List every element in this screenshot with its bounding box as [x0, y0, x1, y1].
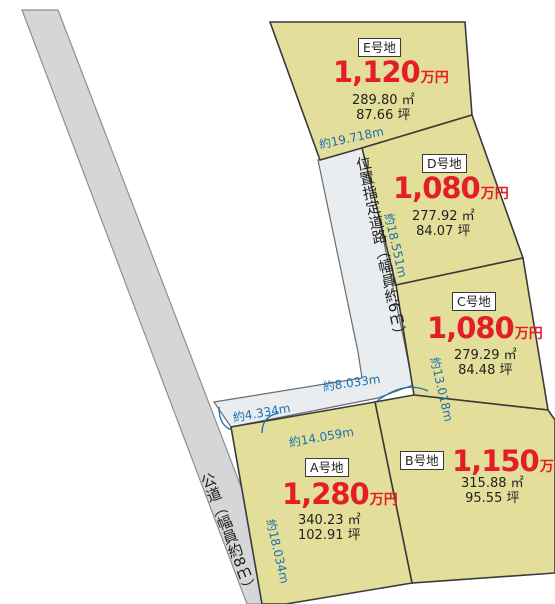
lot-e-tsubo: 87.66 坪 — [356, 108, 411, 123]
angle-arc — [218, 406, 233, 431]
angle-arc — [376, 386, 429, 402]
lot-d-price-unit: 万円 — [480, 186, 509, 202]
lot-d-price: 1,080万円 — [393, 173, 509, 209]
lot-c-sqm: 279.29 ㎡ — [454, 348, 517, 363]
lot-e-price-unit: 万円 — [420, 70, 449, 86]
lot-d-sqm: 277.92 ㎡ — [412, 209, 475, 224]
lot-b-area: 315.88 ㎡ 95.55 坪 — [461, 476, 524, 506]
lot-e-sqm: 289.80 ㎡ — [352, 93, 415, 108]
lot-d-name: D号地 — [422, 154, 467, 173]
lot-d-tsubo: 84.07 坪 — [416, 224, 471, 239]
lot-b-price-unit: 万円 — [539, 459, 555, 475]
lot-c-price-unit: 万円 — [514, 326, 543, 342]
lot-b-tsubo: 95.55 坪 — [465, 491, 520, 506]
lot-a-tsubo: 102.91 坪 — [298, 528, 361, 543]
lot-c-price-value: 1,080 — [427, 311, 515, 345]
public-road — [21, 9, 287, 604]
lot-d-price-value: 1,080 — [393, 171, 481, 205]
lot-a-price: 1,280万円 — [282, 479, 398, 515]
lot-a-sqm: 340.23 ㎡ — [298, 513, 361, 528]
lot-b-sqm: 315.88 ㎡ — [461, 476, 524, 491]
lot-a[interactable] — [230, 401, 413, 604]
lot-a-name: A号地 — [305, 458, 349, 477]
lot-e-price: 1,120万円 — [333, 57, 449, 93]
lot-b-name: B号地 — [400, 451, 444, 470]
lot-e-name: E号地 — [358, 38, 401, 57]
lot-a-price-unit: 万円 — [369, 492, 398, 508]
lot-b-price: 1,150万円 — [452, 446, 555, 482]
lot-c-tsubo: 84.48 坪 — [458, 363, 513, 378]
lot-a-area: 340.23 ㎡ 102.91 坪 — [298, 513, 361, 543]
lot-a-price-value: 1,280 — [282, 477, 370, 511]
lot-c-name: C号地 — [452, 292, 496, 311]
lot-c-area: 279.29 ㎡ 84.48 坪 — [454, 348, 517, 378]
lot-d-area: 277.92 ㎡ 84.07 坪 — [412, 209, 475, 239]
lot-e-price-value: 1,120 — [333, 55, 421, 89]
lot-c-price: 1,080万円 — [427, 313, 543, 349]
lot-e-area: 289.80 ㎡ 87.66 坪 — [352, 93, 415, 123]
angle-arc — [261, 412, 280, 434]
lot-b-price-value: 1,150 — [452, 444, 540, 478]
